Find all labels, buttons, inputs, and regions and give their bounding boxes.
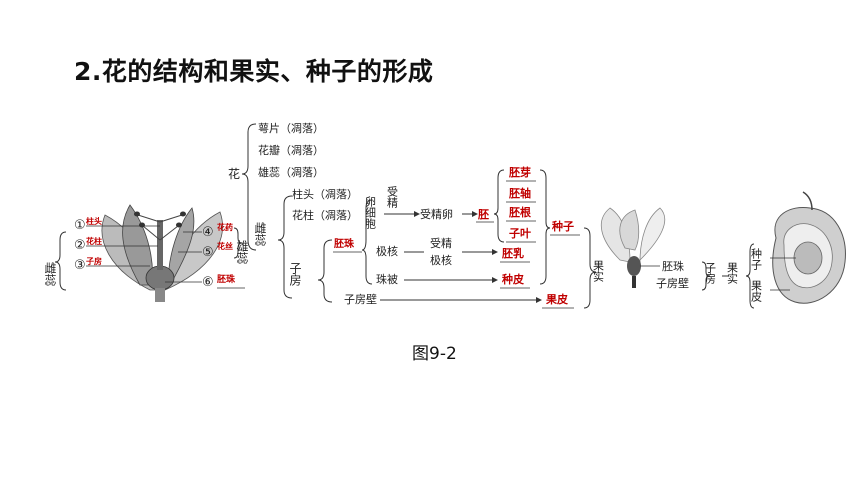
answer-anther: 花药 <box>217 222 233 232</box>
pistil-label-left: 雌蕊 <box>43 261 57 286</box>
petal: 花瓣（凋落） <box>258 143 324 157</box>
flower-illustration <box>101 204 223 302</box>
fruit-label: 果实 <box>592 260 605 282</box>
pericarp: 果皮 <box>545 292 568 306</box>
ovary: 子房 <box>288 262 302 286</box>
embryo: 胚 <box>477 208 489 221</box>
ovary-wall: 子房壁 <box>344 292 377 306</box>
sepal: 萼片（凋落） <box>258 122 324 135</box>
peach-fruit-illustration <box>772 191 846 304</box>
fruit-illustration <box>601 207 666 288</box>
answer-style: 花柱 <box>86 236 102 246</box>
ovule-answer: 胚珠 <box>334 237 355 250</box>
zygote: 受精卵 <box>420 208 453 221</box>
polar-nuclei-2: 极核 <box>430 253 452 267</box>
stamen: 雄蕊（凋落） <box>258 165 324 179</box>
answer-ovule: 胚珠 <box>217 273 236 285</box>
integument: 珠被 <box>376 272 398 286</box>
pistil: 雌蕊 <box>253 221 267 246</box>
flower-label: 花 <box>228 166 240 181</box>
seed-right: 种子 <box>750 247 763 270</box>
stamen-label-left: 雄蕊 <box>235 239 249 264</box>
page-title: 2.花的结构和果实、种子的形成 <box>74 57 434 86</box>
num-4: ④ <box>202 225 214 240</box>
answer-ovary: 子房 <box>86 256 102 266</box>
egg-cell: 卵细胞 <box>364 196 377 230</box>
radicle: 胚根 <box>508 205 532 219</box>
num-1: ① <box>74 218 86 233</box>
plumule: 胚芽 <box>508 165 531 179</box>
style: 花柱（凋落） <box>292 208 358 222</box>
num-6: ⑥ <box>202 275 214 290</box>
ovule-right: 胚珠 <box>662 259 684 273</box>
polar-nuclei: 极核 <box>376 244 398 258</box>
num-5: ⑤ <box>202 245 214 260</box>
ovary-wall-right: 子房壁 <box>656 276 689 290</box>
answer-stigma: 柱头 <box>86 216 102 226</box>
hypocotyl: 胚轴 <box>508 186 531 200</box>
fertilized-label: 受精 <box>386 186 399 208</box>
cotyledon: 子叶 <box>509 226 531 240</box>
ovary-right: 子房 <box>704 262 717 285</box>
fruit-right: 果实 <box>726 262 739 284</box>
seed: 种子 <box>551 219 574 233</box>
stigma: 柱头（凋落） <box>292 187 358 201</box>
fertilized-label-2: 受精 <box>430 237 452 250</box>
pericarp-right: 果皮 <box>750 280 763 303</box>
seed-coat: 种皮 <box>501 272 524 286</box>
answer-filament: 花丝 <box>217 241 233 251</box>
num-2: ② <box>74 238 86 253</box>
figure-caption: 图9-2 <box>412 344 457 364</box>
num-3: ③ <box>74 258 86 273</box>
endosperm: 胚乳 <box>501 246 524 260</box>
